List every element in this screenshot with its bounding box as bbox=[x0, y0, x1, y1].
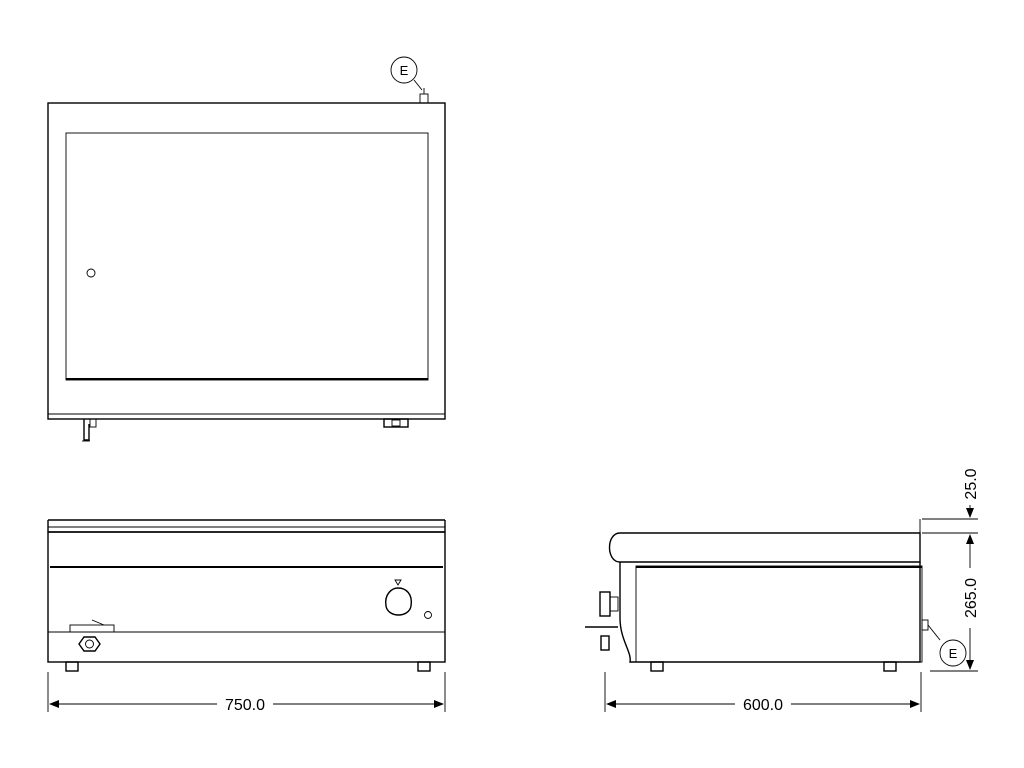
foot-left bbox=[65, 661, 79, 672]
dimension-vertical: 25.0 265.0 bbox=[922, 468, 980, 672]
side-foot-left bbox=[650, 661, 664, 672]
pilot-light bbox=[424, 611, 432, 619]
equipotential-connection-top: E bbox=[390, 56, 429, 104]
control-knob-top bbox=[383, 418, 409, 428]
equipotential-connection-side: E bbox=[921, 619, 967, 667]
dimension-top-thickness-value: 25.0 bbox=[963, 468, 980, 499]
top-view: E bbox=[47, 56, 446, 442]
side-top-slab bbox=[608, 532, 921, 563]
callout-label-top: E bbox=[400, 63, 409, 78]
drain-tap bbox=[82, 418, 97, 442]
callout-circle-top bbox=[390, 56, 418, 84]
front-body bbox=[47, 531, 446, 663]
top-view-outline bbox=[47, 102, 446, 420]
dimension-depth: 600.0 bbox=[604, 672, 922, 714]
drain-hole bbox=[86, 268, 96, 278]
top-view-inner-panel bbox=[65, 132, 429, 381]
callout-label-side: E bbox=[949, 646, 958, 661]
drain-tap-front bbox=[69, 619, 115, 652]
side-drain-tap bbox=[585, 626, 618, 651]
side-body bbox=[619, 562, 921, 663]
side-knob bbox=[599, 591, 619, 617]
dimension-depth-value: 600.0 bbox=[743, 697, 783, 714]
side-view: E bbox=[585, 519, 967, 672]
foot-right bbox=[417, 661, 431, 672]
dimension-width: 750.0 bbox=[47, 672, 446, 714]
dimension-width-value: 750.0 bbox=[225, 697, 265, 714]
side-foot-right bbox=[883, 661, 897, 672]
dimension-body-height-value: 265.0 bbox=[963, 578, 980, 618]
control-knob bbox=[384, 579, 432, 619]
callout-circle-side bbox=[939, 639, 967, 667]
front-view bbox=[47, 519, 446, 672]
